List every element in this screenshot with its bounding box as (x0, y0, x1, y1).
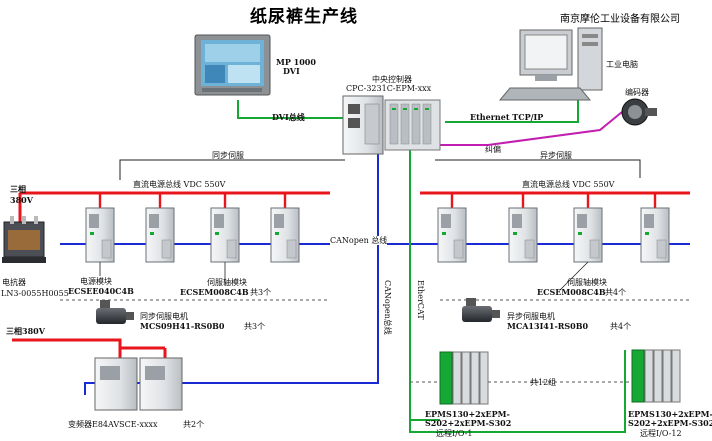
servo-motor-right-name: 异步伺服电机 (507, 312, 555, 321)
io-left-line3: 远程I/O-1 (436, 429, 473, 438)
sync-right-label: 异步伺服 (540, 151, 572, 160)
servo-motor-right-count: 共4个 (610, 322, 632, 331)
sync-right-bracket (435, 159, 641, 178)
servo-drive-left-count: 共3个 (250, 288, 272, 297)
transformer (2, 216, 46, 263)
servo-motor-left-model: MCS09H41-RS0B0 (140, 321, 225, 331)
encoder-label: 编码器 (625, 88, 649, 97)
servo-drive-right-1 (437, 207, 467, 263)
ethernet-bus-label: Ethernet TCP/IP (470, 112, 544, 122)
hmi-panel (194, 34, 271, 96)
servo-drive-left-3 (270, 207, 300, 263)
controller-label-1: 中央控制器 (372, 75, 412, 84)
servo-drive-left-1 (145, 207, 175, 263)
servo-drive-right-4 (640, 207, 670, 263)
servo-drive-right-name: 伺服轴模块 (567, 278, 607, 287)
encoder-link-line (430, 111, 623, 146)
transformer-model: LN3-0055H0055 (1, 289, 69, 298)
vfd-count: 共2个 (183, 420, 205, 429)
dc-bus-drops (98, 193, 657, 210)
remote-io-right (631, 349, 681, 403)
hmi-label-1: MP 1000 (276, 57, 316, 67)
sync-left-label: 同步伺服 (212, 151, 244, 160)
dvi-bus-label: DVI总线 (272, 112, 305, 122)
encoder-link-label: 纠偏 (485, 145, 501, 154)
pc-label: 工业电脑 (606, 60, 638, 69)
canopen-bus-label: CANopen 总线 (330, 236, 388, 245)
ethercat-label: EtherCAT (416, 280, 425, 320)
dc-bus-left-label: 直流电源总线 VDC 550V (133, 180, 226, 189)
servo-motor-right (462, 298, 500, 322)
servo-drive-right-3 (573, 207, 603, 263)
transformer-name: 电抗器 (2, 278, 26, 287)
io-right-line1: EPMS130+2xEPM- (628, 409, 712, 419)
servo-drive-right-2 (508, 207, 538, 263)
remote-io-left (439, 351, 489, 405)
transformer-voltage: 380V (10, 195, 33, 205)
three-phase-bottom-line (12, 338, 122, 360)
servo-drive-left-model: ECSEM008C4B (180, 287, 249, 297)
io-count-label: 共12组 (530, 378, 557, 387)
hmi-label-2: DVI (283, 66, 300, 76)
controller-label-2: CPC-3231C-EPM-xxx (346, 84, 432, 93)
servo-drive-left-name: 伺服轴模块 (207, 278, 247, 287)
dvi-bus-line (237, 100, 345, 119)
company-name: 南京摩伦工业设备有限公司 (560, 14, 680, 25)
transformer-voltage-top: 三相 (10, 184, 26, 194)
vfd-label: 变频器E84AVSCE-xxxx (68, 420, 158, 429)
servo-drive-right-count: 共4个 (605, 288, 627, 297)
sync-left-bracket (119, 159, 345, 180)
ethercat-line (409, 148, 626, 433)
servo-motor-left-count: 共3个 (244, 322, 266, 331)
servo-motor-right-model: MCA13I41-RS0B0 (507, 321, 589, 331)
annotation-leaders (99, 261, 589, 291)
power-module-model: ECSEE040C4B (68, 286, 134, 296)
page-title: 纸尿裤生产线 (250, 7, 358, 27)
servo-motor-left-name: 同步伺服电机 (140, 312, 188, 321)
io-right-line3: 远程I/O-12 (640, 429, 682, 438)
power-module (85, 207, 115, 263)
central-controller (342, 95, 441, 155)
io-left-line1: EPMS130+2xEPM- (425, 409, 510, 419)
canopen-vertical-label: CANopen总线 (383, 280, 392, 335)
drive-modules (85, 207, 670, 263)
servo-drive-left-2 (210, 207, 240, 263)
dc-bus-right-label: 直流电源总线 VDC 550V (522, 180, 615, 189)
vfd-units (94, 357, 183, 411)
servo-drive-right-model: ECSEM008C4B (537, 287, 606, 297)
servo-motor-left (96, 300, 134, 324)
io-left-line2: S202+2xEPM-S302 (425, 418, 512, 428)
io-right-line2: S202+2xEPM-S302 (628, 418, 712, 428)
three-phase-bottom-label: 三相380V (6, 326, 45, 336)
power-module-name: 电源模块 (80, 277, 112, 286)
industrial-pc (498, 27, 603, 101)
encoder (621, 98, 657, 126)
canopen-vertical-line (84, 150, 379, 395)
